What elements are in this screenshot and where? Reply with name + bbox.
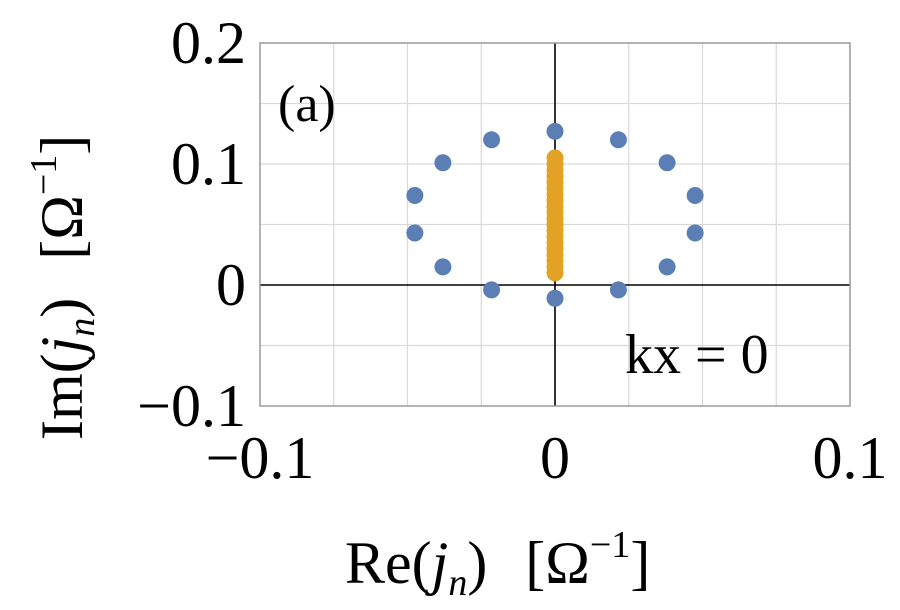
data-point-series-1 xyxy=(546,122,564,140)
data-point-series-2 xyxy=(546,149,564,167)
y-axis-title-sub: n xyxy=(61,318,103,337)
data-point-series-1 xyxy=(658,154,676,172)
data-point-series-1 xyxy=(686,224,704,242)
tick-labels: −0.1 0 0.1 0.2 0.1 0 −0.1 xyxy=(137,10,887,491)
x-tick-label: −0.1 xyxy=(206,425,315,491)
data-point-series-1 xyxy=(686,186,704,204)
y-axis-title-unit: [Ω xyxy=(29,195,95,260)
x-axis-title-sub: n xyxy=(448,562,467,604)
x-axis-title-suffix: ) xyxy=(467,530,487,596)
data-point-series-1 xyxy=(658,258,676,276)
data-point-series-1 xyxy=(609,131,627,149)
y-tick-label: 0.2 xyxy=(171,10,246,76)
y-axis-title-unit-exp: −1 xyxy=(23,155,65,195)
data-points xyxy=(406,122,704,307)
y-axis-title-unit-close: ] xyxy=(29,135,95,155)
data-point-series-1 xyxy=(434,258,452,276)
data-point-series-1 xyxy=(483,281,501,299)
data-point-series-1 xyxy=(483,131,501,149)
x-tick-label: 0 xyxy=(540,425,570,491)
y-tick-label: −0.1 xyxy=(137,373,246,439)
x-axis-title-prefix: Re( xyxy=(345,530,432,596)
y-tick-label: 0 xyxy=(216,252,246,318)
plot-frame xyxy=(259,42,851,407)
x-axis-title-unit-close: ] xyxy=(630,530,650,596)
x-axis-title-unit: [Ω xyxy=(525,530,590,596)
panel-label: (a) xyxy=(278,76,336,133)
data-point-series-1 xyxy=(609,281,627,299)
kx-annotation: kx = 0 xyxy=(625,324,769,386)
x-axis-title-unit-exp: −1 xyxy=(590,524,630,566)
y-axis-title-prefix: Im( xyxy=(29,353,95,440)
y-tick-label: 0.1 xyxy=(171,131,246,197)
data-point-series-1 xyxy=(546,289,564,307)
y-axis-title: Im(jn)[Ω−1] xyxy=(23,135,103,440)
data-point-series-1 xyxy=(406,224,424,242)
y-axis-title-suffix: ) xyxy=(29,298,95,318)
data-point-series-1 xyxy=(434,154,452,172)
data-point-series-1 xyxy=(406,186,424,204)
x-axis-title: Re(jn)[Ω−1] xyxy=(345,524,650,604)
x-tick-label: 0.1 xyxy=(813,425,888,491)
